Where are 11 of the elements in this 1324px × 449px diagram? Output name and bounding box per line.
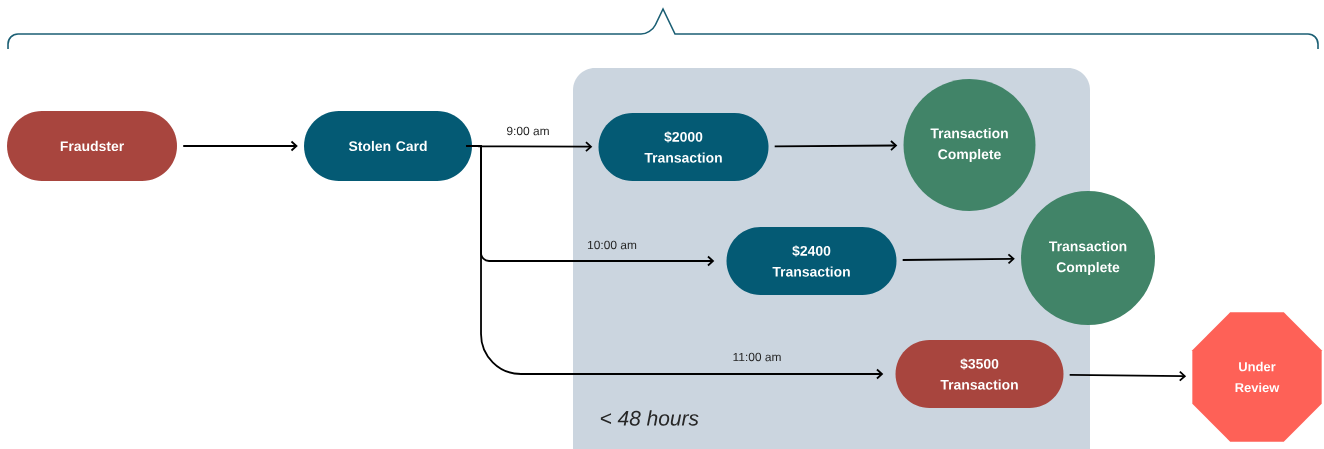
arrow (901, 253, 1015, 265)
edge-label: 9:00 am (507, 126, 549, 136)
arrow (1068, 370, 1187, 382)
arrow (182, 140, 298, 152)
edge-label: 10:00 am (588, 240, 637, 250)
actor-pill: Fraudster (7, 111, 177, 181)
arrow (465, 145, 884, 380)
arrow (773, 140, 898, 151)
card-pill: Stolen Card (304, 111, 472, 181)
review-octagon: Under Review (1192, 312, 1322, 442)
edge-label: 11:00 am (733, 352, 781, 362)
